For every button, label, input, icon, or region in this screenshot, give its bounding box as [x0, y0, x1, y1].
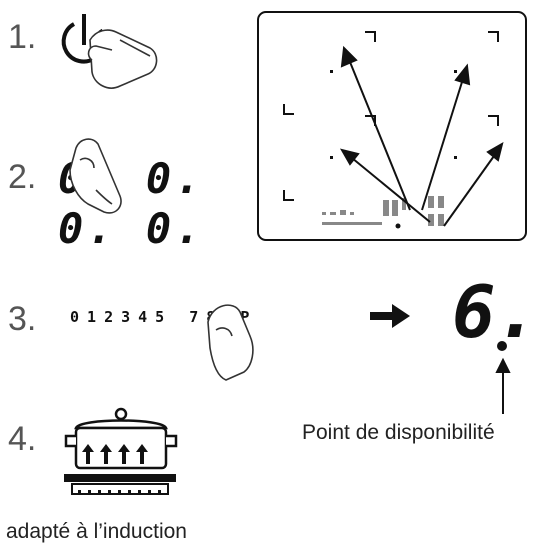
availability-dot	[497, 341, 507, 351]
pot-icon	[64, 407, 178, 470]
pointer-arrow	[495, 357, 511, 414]
step-number-3: 3.	[8, 300, 37, 338]
right-arrow-icon	[370, 304, 410, 328]
cooktop-panel	[257, 11, 527, 241]
level-0[interactable]: 0	[70, 308, 80, 326]
level-4[interactable]: 4	[138, 308, 148, 326]
dual-display-bottom: 0. 0.	[58, 204, 205, 253]
finger-icon	[69, 138, 122, 214]
level-p[interactable]: P	[240, 308, 250, 326]
heat-arrows	[82, 444, 148, 464]
availability-label: Point de disponibilité	[302, 421, 495, 444]
level-6[interactable]: 6	[172, 308, 182, 326]
level-2[interactable]: 2	[104, 308, 114, 326]
zone-dots	[330, 70, 457, 159]
induction-suitable-label: adapté à l’induction	[6, 520, 187, 543]
level-3[interactable]: 3	[121, 308, 131, 326]
level-5[interactable]: 5	[155, 308, 165, 326]
selection-arrows	[339, 45, 504, 227]
control-strip	[322, 196, 444, 229]
induction-plate	[64, 474, 176, 495]
level-1[interactable]: 1	[87, 308, 97, 326]
finger-icon	[207, 304, 254, 381]
finger-icon	[87, 29, 158, 89]
step-number-1: 1.	[8, 18, 37, 56]
selected-level-display: 6.	[452, 270, 539, 354]
step-number-2: 2.	[8, 158, 37, 196]
step-number-4: 4.	[8, 420, 37, 458]
level-7[interactable]: 7	[189, 308, 199, 326]
